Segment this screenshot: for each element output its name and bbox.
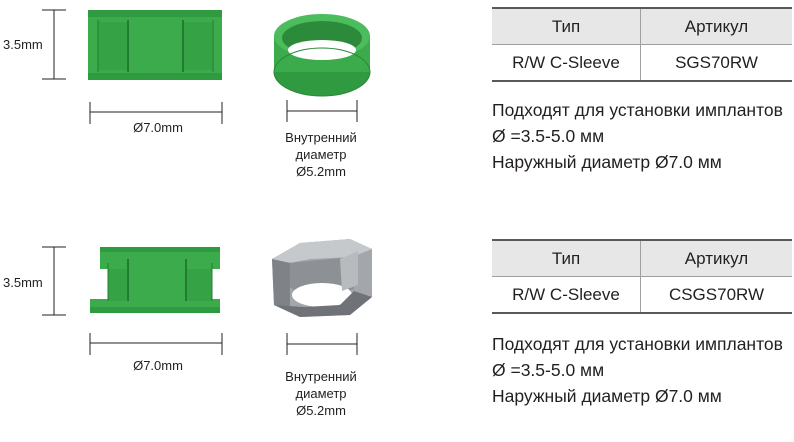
product-card-1: 3.5mm Ø7.0mm Внутренний диаметр Ø5.2mm Т… — [0, 0, 794, 213]
green-ring-sleeve-icon — [273, 14, 371, 97]
col-type-header: Тип — [492, 7, 641, 45]
width-label: Ø7.0mm — [133, 358, 183, 373]
description-line-1: Подходят для установки имплантов — [492, 100, 783, 120]
type-cell: R/W C-Sleeve — [492, 44, 641, 82]
product-description: Подходят для установки имплантов Ø =3.5-… — [492, 331, 783, 409]
article-cell: CSGS70RW — [640, 276, 792, 314]
inner-diameter-caption: Внутренний диаметр Ø5.2mm — [266, 129, 376, 180]
product-1-drawing — [42, 9, 371, 124]
type-cell: R/W C-Sleeve — [492, 276, 641, 314]
description-line-2: Ø =3.5-5.0 мм — [492, 360, 605, 380]
inner-diameter-line-3: Ø5.2mm — [296, 164, 346, 179]
sleeve-side-view-icon — [90, 247, 220, 313]
width-dimension-line — [89, 102, 223, 124]
description-line-1: Подходят для установки имплантов — [492, 334, 783, 354]
product-card-2: 3.5mm Ø7.0mm Внутренний диаметр Ø5.2mm Т… — [0, 229, 794, 442]
inner-diameter-dimension-line — [286, 100, 358, 122]
inner-diameter-line-2: диаметр — [295, 386, 347, 401]
sleeve-side-view-icon — [88, 10, 222, 80]
article-cell: SGS70RW — [640, 44, 792, 82]
inner-diameter-line-1: Внутренний — [285, 369, 357, 384]
spec-table-row: R/W C-Sleeve SGS70RW — [492, 44, 792, 82]
col-article-header: Артикул — [640, 7, 792, 45]
height-label: 3.5mm — [3, 37, 43, 52]
inner-diameter-caption: Внутренний диаметр Ø5.2mm — [266, 368, 376, 419]
description-line-2: Ø =3.5-5.0 мм — [492, 126, 605, 146]
spec-table-header-row: Тип Артикул — [492, 7, 792, 45]
spec-table: Тип Артикул R/W C-Sleeve CSGS70RW — [492, 239, 792, 314]
grey-metal-sleeve-icon — [272, 239, 372, 317]
spec-table: Тип Артикул R/W C-Sleeve SGS70RW — [492, 7, 792, 82]
height-dimension-line — [42, 246, 66, 316]
inner-diameter-line-2: диаметр — [295, 147, 347, 162]
spec-table-row: R/W C-Sleeve CSGS70RW — [492, 276, 792, 314]
inner-diameter-dimension-line — [286, 333, 358, 355]
width-dimension-line — [89, 333, 223, 355]
description-line-3: Наружный диаметр Ø7.0 мм — [492, 386, 722, 406]
height-dimension-line — [42, 9, 66, 80]
col-article-header: Артикул — [640, 239, 792, 277]
col-type-header: Тип — [492, 239, 641, 277]
width-label: Ø7.0mm — [133, 120, 183, 135]
inner-diameter-line-1: Внутренний — [285, 130, 357, 145]
inner-diameter-line-3: Ø5.2mm — [296, 403, 346, 418]
description-line-3: Наружный диаметр Ø7.0 мм — [492, 152, 722, 172]
spec-table-header-row: Тип Артикул — [492, 239, 792, 277]
product-2-drawing — [42, 239, 372, 355]
height-label: 3.5mm — [3, 275, 43, 290]
product-description: Подходят для установки имплантов Ø =3.5-… — [492, 97, 783, 175]
